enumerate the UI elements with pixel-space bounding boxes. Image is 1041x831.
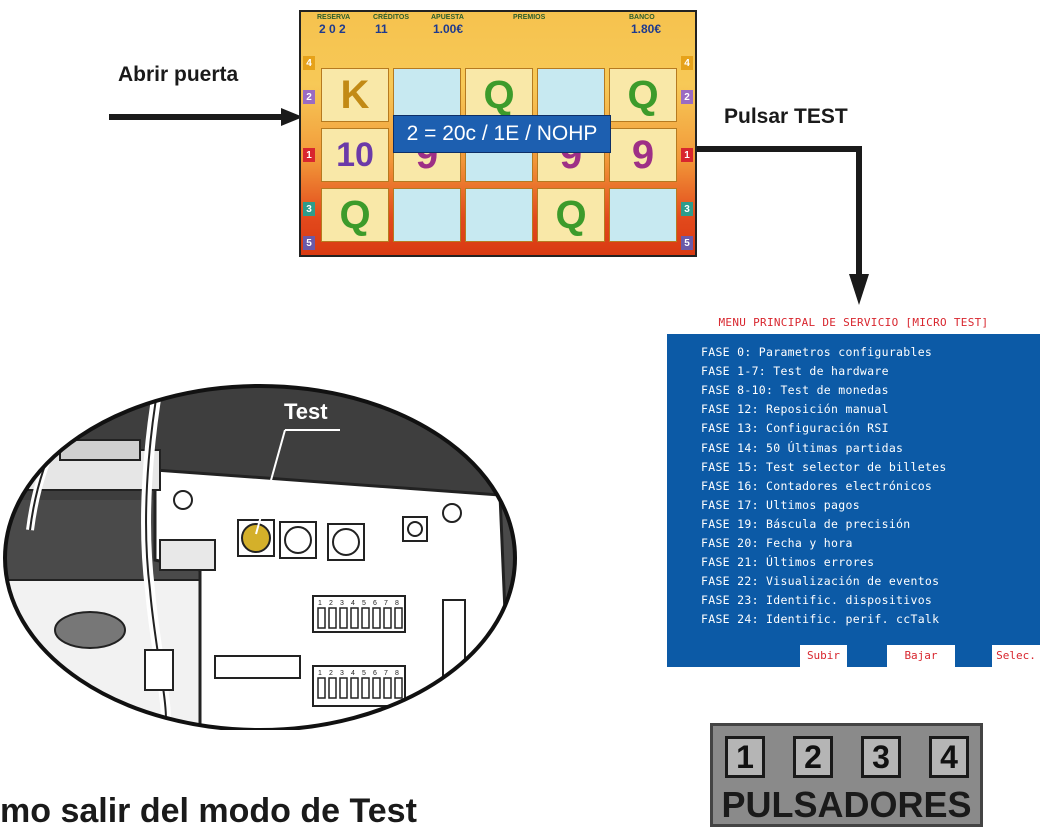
pulsador-key-2[interactable]: 2 <box>793 736 833 778</box>
reel-symbol <box>393 188 461 242</box>
slot-line-number: 1 <box>681 148 693 162</box>
menu-item[interactable]: FASE 15: Test selector de billetes <box>701 459 947 474</box>
slot-line-number: 4 <box>303 56 315 70</box>
dip-switch-number: 7 <box>384 600 388 607</box>
slot-hud-value: 1.80€ <box>631 22 662 36</box>
service-menu-title: MENU PRINCIPAL DE SERVICIO [MICRO TEST] <box>667 312 1040 334</box>
dip-switch <box>317 607 326 629</box>
reel-symbol: Q <box>537 188 605 242</box>
menu-item[interactable]: FASE 12: Reposición manual <box>701 402 889 417</box>
test-button <box>241 523 271 553</box>
slot-line-number: 3 <box>303 202 315 216</box>
menu-item[interactable]: FASE 8-10: Test de monedas <box>701 383 889 398</box>
dip-switch-number: 8 <box>395 670 399 677</box>
slot-line-number: 5 <box>303 236 315 250</box>
menu-item[interactable]: FASE 19: Báscula de precisión <box>701 516 911 531</box>
slot-hud-label: CRÉDITOS <box>373 14 410 21</box>
dip-switch-number: 7 <box>384 670 388 677</box>
menu-up-button[interactable]: Subir <box>800 645 847 667</box>
slot-hud-label: RESERVA <box>317 14 351 21</box>
dip-switch <box>383 677 392 699</box>
reel-symbol: Q <box>609 68 677 122</box>
slot-line-number: 1 <box>303 148 315 162</box>
dip-switch <box>361 677 370 699</box>
exit-test-heading: mo salir del modo de Test <box>0 792 417 830</box>
open-door-arrow <box>109 108 303 126</box>
pulsador-key-1[interactable]: 1 <box>725 736 765 778</box>
dip-switch-number: 5 <box>362 670 366 677</box>
reel-symbol: Q <box>321 188 389 242</box>
slot-hud-value: 11 <box>375 22 388 36</box>
menu-item[interactable]: FASE 16: Contadores electrónicos <box>701 478 933 493</box>
service-menu-screen: MENU PRINCIPAL DE SERVICIO [MICRO TEST] … <box>667 312 1040 667</box>
menu-item[interactable]: FASE 22: Visualización de eventos <box>701 574 940 589</box>
dip-switch-number: 3 <box>340 600 344 607</box>
slot-line-number: 2 <box>303 90 315 104</box>
dip-switch <box>328 607 337 629</box>
slot-line-number: 4 <box>681 56 693 70</box>
slot-banner: 2 = 20c / 1E / NOHP <box>393 115 611 153</box>
dip-switch <box>317 677 326 699</box>
slot-hud-label: APUESTA <box>431 14 464 21</box>
reel-symbol: K <box>321 68 389 122</box>
menu-select-button[interactable]: Selec. <box>992 645 1040 667</box>
menu-item[interactable]: FASE 24: Identific. perif. ccTalk <box>701 612 940 627</box>
menu-item[interactable]: FASE 20: Fecha y hora <box>701 536 853 550</box>
test-callout-label: Test <box>284 399 328 424</box>
dip-switch-number: 3 <box>340 670 344 677</box>
dip-switch <box>394 677 403 699</box>
menu-item[interactable]: FASE 1-7: Test de hardware <box>701 364 889 379</box>
slot-hud-value: 1.00€ <box>433 22 464 36</box>
slot-hud-label: PREMIOS <box>513 14 546 21</box>
reel-symbol <box>393 68 461 122</box>
dip-switch <box>350 677 359 699</box>
dip-switch-number: 1 <box>318 670 322 677</box>
pulsador-key-3[interactable]: 3 <box>861 736 901 778</box>
slot-line-number: 3 <box>681 202 693 216</box>
dip-switch-number: 4 <box>351 600 355 607</box>
menu-item[interactable]: FASE 14: 50 Últimas partidas <box>701 440 904 455</box>
menu-item[interactable]: FASE 17: Ultimos pagos <box>701 497 860 512</box>
slot-line-number: 5 <box>681 236 693 250</box>
reel-symbol: Q <box>465 68 533 122</box>
dip-switch <box>339 677 348 699</box>
slot-hud-value: 2 0 2 <box>319 22 346 36</box>
dip-switch <box>383 607 392 629</box>
dip-switch <box>372 607 381 629</box>
dip-switch-number: 1 <box>318 600 322 607</box>
dip-switch <box>350 607 359 629</box>
menu-item[interactable]: FASE 23: Identific. dispositivos <box>701 593 933 608</box>
reel-symbol <box>465 188 533 242</box>
dip-switch-number: 6 <box>373 670 377 677</box>
press-test-arrow <box>697 146 869 305</box>
menu-item[interactable]: FASE 0: Parametros configurables <box>701 345 933 359</box>
press-test-label: Pulsar TEST <box>724 105 848 128</box>
slot-hud-label: BANCO <box>629 14 655 21</box>
pulsador-key-4[interactable]: 4 <box>929 736 969 778</box>
menu-item[interactable]: FASE 21: Últimos errores <box>701 555 875 570</box>
menu-down-button[interactable]: Bajar <box>887 645 955 667</box>
open-door-label: Abrir puerta <box>118 63 239 86</box>
dip-switch <box>361 607 370 629</box>
dip-switch-number: 6 <box>373 600 377 607</box>
dip-switch-number: 2 <box>329 670 333 677</box>
dip-switch-number: 5 <box>362 600 366 607</box>
dip-switch <box>394 607 403 629</box>
dip-switch <box>372 677 381 699</box>
reel-symbol: 9 <box>609 128 677 182</box>
dip-switch-number: 4 <box>351 670 355 677</box>
dip-switch <box>328 677 337 699</box>
reel-symbol: 10 <box>321 128 389 182</box>
menu-item[interactable]: FASE 13: Configuración RSI <box>701 421 889 436</box>
reel-symbol <box>537 68 605 122</box>
slot-line-number: 2 <box>681 90 693 104</box>
reel-symbol <box>609 188 677 242</box>
pulsadores-label: PULSADORES <box>721 784 972 825</box>
dip-switch-number: 2 <box>329 600 333 607</box>
dip-switch-number: 8 <box>395 600 399 607</box>
dip-switch <box>339 607 348 629</box>
pulsadores-panel: 1 2 3 4 PULSADORES <box>710 723 983 827</box>
